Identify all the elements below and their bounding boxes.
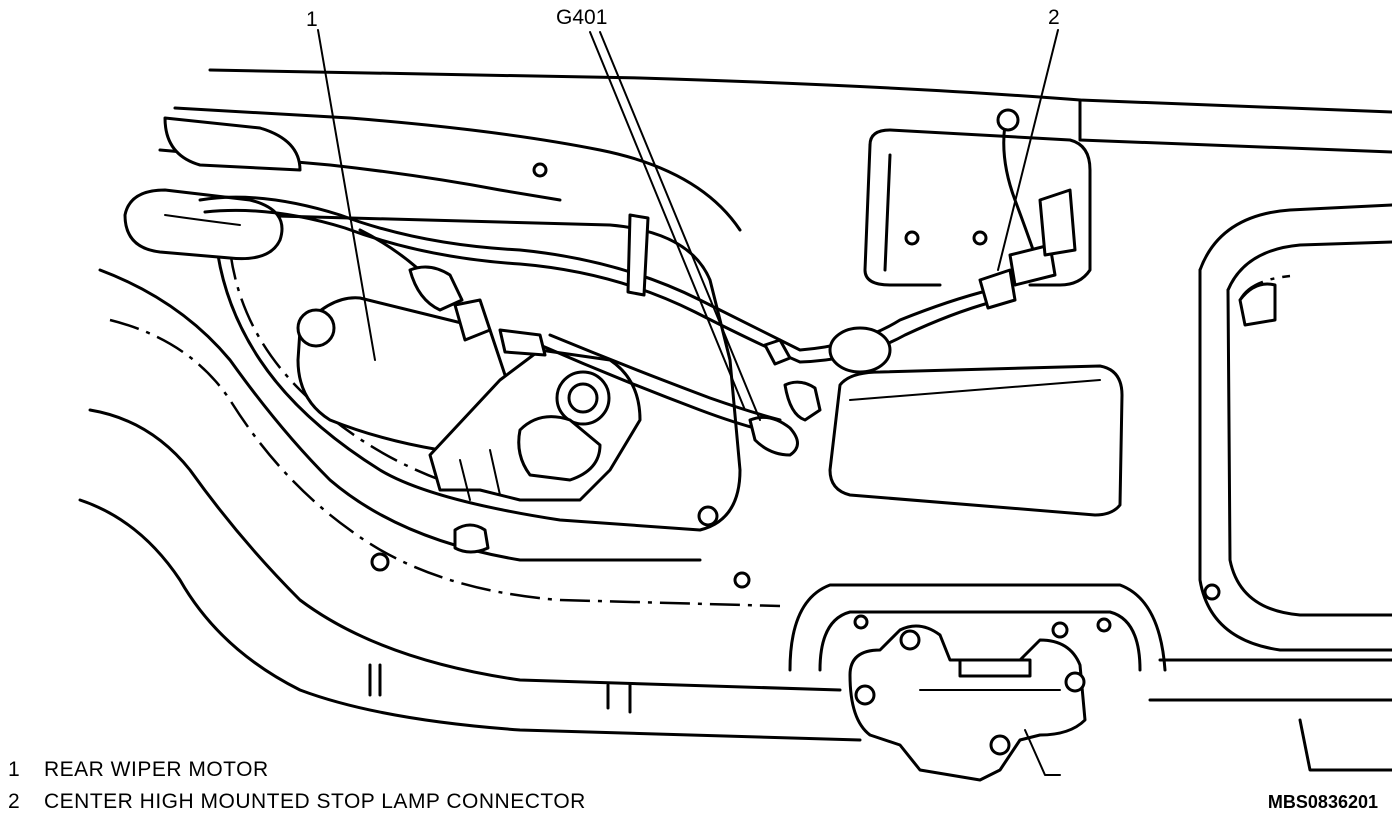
legend-item-1-number: 1 (8, 758, 21, 781)
legend-item-1: 1 REAR WIPER MOTOR (8, 758, 269, 782)
callout-2-label: 2 (1048, 6, 1060, 29)
upper-bracket (863, 128, 1092, 287)
callout-1-label: 1 (306, 8, 318, 31)
wiring-harness (198, 123, 1042, 457)
left-grommet (123, 116, 302, 261)
legend-item-2-number: 2 (8, 790, 21, 813)
legend-item-2-text: CENTER HIGH MOUNTED STOP LAMP CONNECTOR (44, 790, 586, 813)
panel-marks (368, 663, 632, 714)
figure-reference-code: MBS0836201 (1267, 792, 1378, 812)
lower-right-panel (828, 364, 1124, 517)
latch-assembly (788, 583, 1167, 782)
callout-leaders (317, 29, 1059, 421)
callout-g401-label: G401 (556, 6, 607, 29)
panel-holes (370, 162, 1112, 633)
right-window-opening (1198, 203, 1392, 652)
rear-wiper-motor (296, 296, 642, 502)
stop-lamp-connector (978, 108, 1077, 310)
legend-item-2: 2 CENTER HIGH MOUNTED STOP LAMP CONNECTOR (8, 790, 586, 814)
legend-item-1-text: REAR WIPER MOTOR (44, 758, 269, 781)
